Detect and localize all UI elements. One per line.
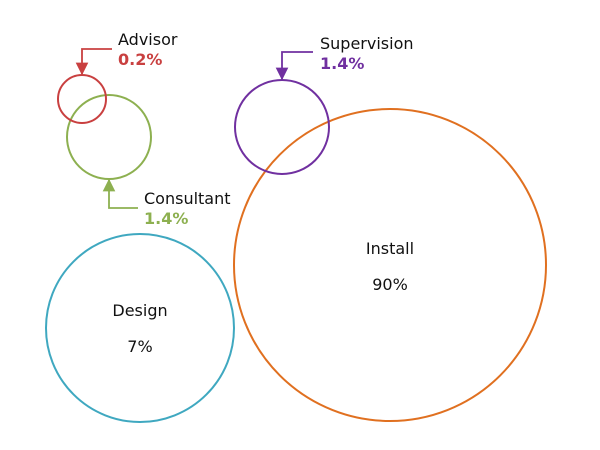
bubble-install-name: Install <box>366 239 414 258</box>
bubble-advisor-value: 0.2% <box>118 50 162 69</box>
consultant-leader-line <box>102 178 138 209</box>
advisor-leader-line <box>75 48 112 76</box>
bubble-supervision <box>234 79 330 175</box>
bubble-consultant-name: Consultant <box>144 189 231 208</box>
supervision-leader-line <box>275 51 313 81</box>
bubble-install <box>233 108 547 422</box>
bubble-advisor <box>57 74 107 124</box>
bubble-design <box>45 233 235 423</box>
bubble-design-name: Design <box>112 301 167 320</box>
bubble-consultant-value: 1.4% <box>144 209 188 228</box>
bubble-supervision-name: Supervision <box>320 34 414 53</box>
bubble-install-value: 90% <box>372 275 408 294</box>
bubble-design-value: 7% <box>127 337 152 356</box>
bubble-advisor-name: Advisor <box>118 30 178 49</box>
bubble-consultant <box>66 94 152 180</box>
bubble-supervision-value: 1.4% <box>320 54 364 73</box>
